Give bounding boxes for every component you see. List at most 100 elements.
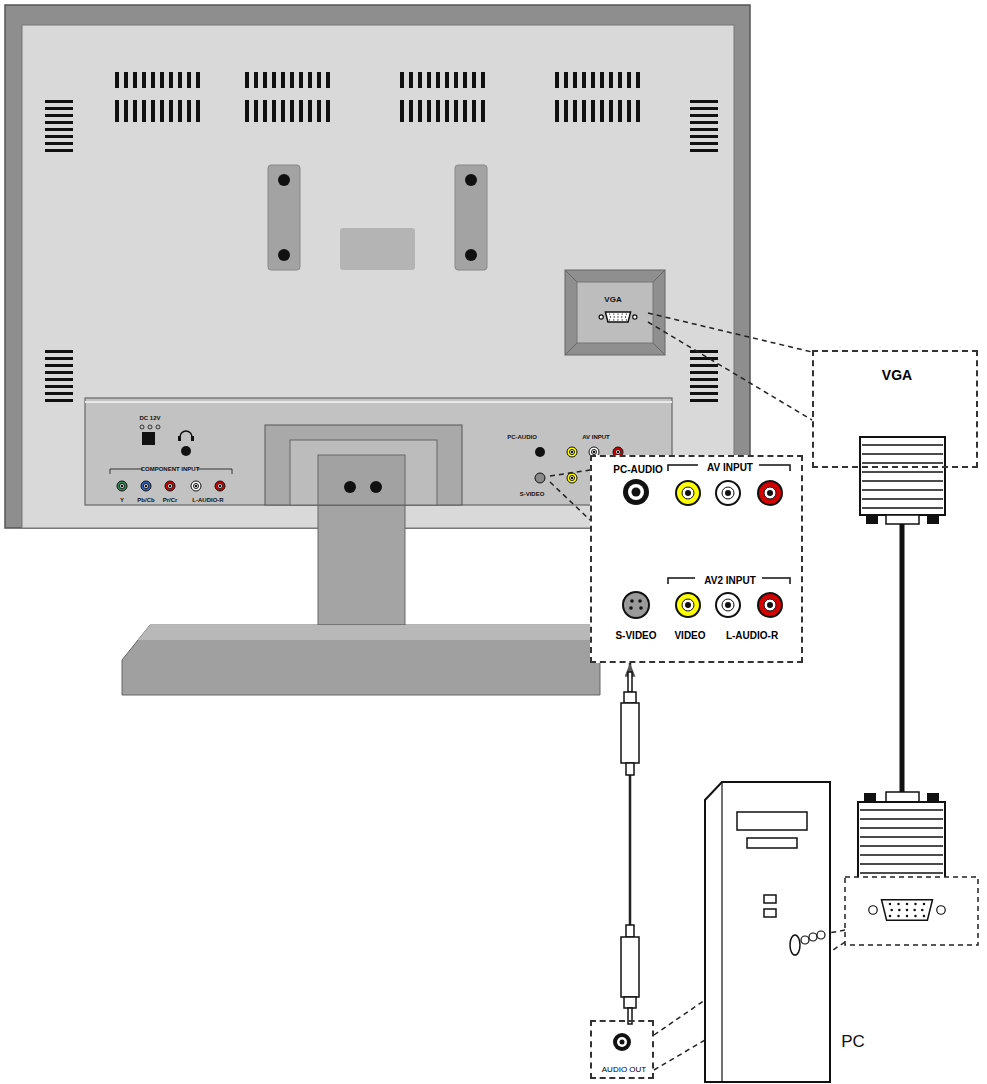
plug-ribs [862,471,943,473]
vent-slots [454,100,458,122]
vga-port [609,313,610,314]
vent-slots [45,350,73,353]
connector-strip [85,401,672,403]
jack-panel [685,602,691,608]
port-label: L-AUDIO-R [192,497,223,504]
audio-out-jack [613,1033,631,1051]
callout-text: S-VIDEO [615,630,656,641]
vga-port [914,915,917,918]
vent-slots [45,142,73,145]
jack-panel [630,599,634,603]
monitor-stand [122,625,600,695]
vent-slots [308,72,312,88]
plug-ribs [860,863,943,865]
vga-port [617,316,618,317]
small-jacks [592,450,597,455]
vent-slots [690,107,718,110]
vga-port [621,316,622,317]
vent-slots [690,392,718,395]
pc-tower [790,935,800,955]
audio-plug [628,672,632,692]
audio-plug [626,763,634,775]
vent-slots [45,128,73,131]
small-jacks [120,484,125,489]
vent-slots [573,72,577,88]
monitor-back [268,165,300,270]
vent-slots [463,100,467,122]
connector-strip [535,473,545,483]
vent-slots [564,100,568,122]
small-jacks [121,485,124,488]
vent-slots [45,100,73,103]
jack-panel [685,490,691,496]
small-jacks [168,484,173,489]
pc-tower [721,782,722,1082]
jack-panel [629,606,633,610]
jack-panel [722,599,734,611]
vent-slots [142,72,146,88]
vent-slots [45,121,73,124]
jack-panel [725,602,731,608]
leader-line [648,313,812,352]
audio-out-jack [617,1037,627,1047]
pc-tower [764,895,776,903]
vent-slots [45,107,73,110]
vent-slots [45,364,73,367]
device-label: PC [841,1033,865,1052]
vent-slots [409,72,413,88]
vga-port [869,906,878,915]
small-jacks [117,481,127,491]
connector-strip [148,425,152,429]
small-jacks [144,484,149,489]
vent-slots [308,100,312,122]
vent-slots [690,385,718,388]
monitor-back [465,249,477,261]
vent-slots [281,72,285,88]
vent-slots [263,100,267,122]
vent-slots [187,100,191,122]
pc-tower [747,838,797,848]
vent-slots [573,100,577,122]
vent-slots [187,72,191,88]
pc-tower [737,812,807,830]
leader-line [648,322,812,420]
connector-strip [156,425,160,429]
vent-slots [133,100,137,122]
jack-panel [725,490,731,496]
jack-panel [639,606,643,610]
vent-slots [481,100,485,122]
connector-strip [140,425,144,429]
vga-cable [866,515,878,524]
vent-slots [418,72,422,88]
jack-panel [676,593,700,617]
port-label: Pb/Cb [137,497,154,504]
pc-tower [845,877,978,945]
vent-slots [636,100,640,122]
audio-out-jack [620,1040,625,1045]
vga-port [906,903,909,906]
vent-slots [124,72,128,88]
vent-slots [151,100,155,122]
callout-text: VIDEO [674,630,705,641]
jack-panel [758,593,782,617]
vent-slots [45,135,73,138]
input-bracket [762,578,790,584]
vga-cable [858,437,945,878]
vent-slots [299,72,303,88]
vga-port [921,909,924,912]
small-jacks [141,481,151,491]
audio-out-callout: AUDIO OUT [590,1020,654,1079]
jack-panel [632,488,641,497]
vga-recess [565,270,665,355]
monitor-back [5,5,750,528]
connector-strip [535,447,545,457]
vent-slots [299,100,303,122]
vent-slots [463,72,467,88]
monitor-back [465,174,477,186]
vga-port [889,903,892,906]
plug-ribs [860,827,943,829]
vga-port [897,915,900,918]
vent-slots [272,72,276,88]
